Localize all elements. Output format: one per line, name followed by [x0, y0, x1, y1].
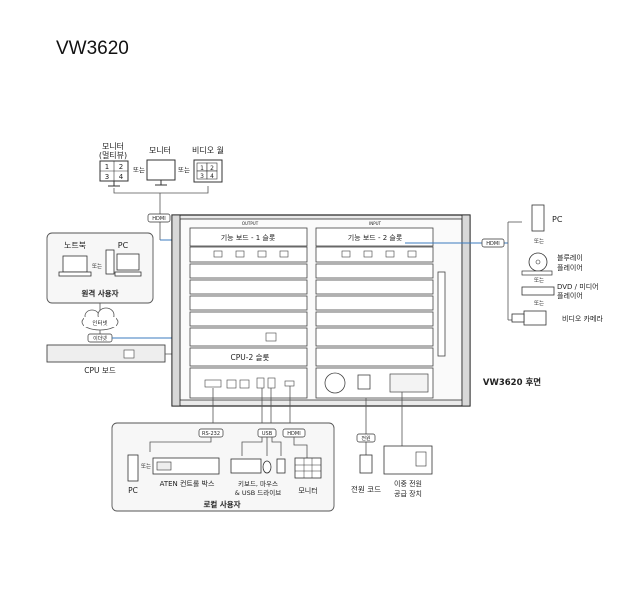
svg-text:모니터: 모니터 — [102, 141, 124, 151]
mouse-icon — [262, 460, 272, 474]
svg-text:(멀티뷰): (멀티뷰) — [99, 151, 127, 160]
hdmi-tag — [147, 213, 171, 223]
multiview-monitor: 모니터 (멀티뷰) 1 2 3 4 — [99, 141, 129, 187]
svg-text:노트북: 노트북 — [64, 241, 86, 250]
monitor-bracket — [113, 186, 209, 194]
svg-text:HDMI: HDMI — [287, 431, 300, 437]
diagram-title: VW3620 — [56, 38, 129, 59]
svg-text:또는: 또는 — [534, 300, 544, 307]
svg-text:또는: 또는 — [534, 277, 544, 284]
svg-text:또는: 또는 — [92, 263, 102, 270]
video-wall: 비디오 월 1 2 3 4 — [192, 145, 224, 183]
keyboard-icon — [230, 458, 262, 474]
local-monitor-icon — [294, 457, 322, 479]
svg-text:INPUT: INPUT — [369, 221, 382, 226]
svg-text:공급 장치: 공급 장치 — [394, 489, 422, 498]
svg-text:키보드, 마우스: 키보드, 마우스 — [238, 479, 278, 488]
svg-text:3: 3 — [105, 173, 109, 181]
local-pc-icon — [127, 454, 139, 482]
svg-text:이중 전원: 이중 전원 — [394, 479, 422, 488]
svg-text:HDMI: HDMI — [152, 216, 165, 222]
svg-text:CPU-2 슬롯: CPU-2 슬롯 — [231, 353, 270, 362]
svg-text:기능 보드 - 1 슬롯: 기능 보드 - 1 슬롯 — [221, 233, 276, 242]
svg-text:비디오 월: 비디오 월 — [192, 145, 224, 155]
usb-drive-icon — [276, 458, 286, 474]
svg-text:모니터: 모니터 — [149, 145, 171, 155]
svg-text:인터넷: 인터넷 — [92, 319, 107, 327]
svg-text:USB: USB — [262, 431, 273, 437]
video-camera-icon — [523, 310, 547, 326]
vw3620-chassis: OUTPUT INPUT 기능 보드 - 1 슬롯 CPU-2 슬롯 기능 보드… — [171, 214, 471, 407]
single-monitor: 모니터 — [146, 145, 176, 186]
output-card — [189, 246, 308, 263]
svg-text:ATEN 컨트롤 박스: ATEN 컨트롤 박스 — [160, 479, 215, 488]
svg-text:3: 3 — [200, 173, 204, 180]
svg-text:HDMI: HDMI — [486, 241, 499, 247]
svg-text:OUTPUT: OUTPUT — [242, 221, 259, 226]
svg-text:PC: PC — [552, 215, 563, 224]
svg-text:이더넷: 이더넷 — [93, 335, 107, 342]
svg-text:비디오 카메라: 비디오 카메라 — [562, 314, 603, 323]
svg-text:플레이어: 플레이어 — [557, 291, 583, 300]
cpu-slot-2 — [189, 347, 308, 367]
or-label: 또는 — [178, 166, 190, 174]
svg-text:1: 1 — [200, 165, 204, 172]
cpu-board: CPU 보드 — [46, 344, 166, 375]
svg-text:PC: PC — [118, 241, 129, 250]
svg-text:2: 2 — [210, 165, 214, 172]
local-user-group: RS-232 USB HDMI 또는 PC ATEN 컨트롤 박스 키보드, 마… — [111, 422, 335, 512]
svg-text:기능 보드 - 2 슬롯: 기능 보드 - 2 슬롯 — [348, 233, 403, 242]
cpu-slot-1 — [189, 327, 308, 347]
svg-text:2: 2 — [119, 163, 123, 171]
svg-text:블루레이: 블루레이 — [557, 253, 583, 262]
svg-text:모니터: 모니터 — [298, 486, 317, 495]
svg-text:4: 4 — [210, 173, 214, 180]
svg-text:플레이어: 플레이어 — [557, 263, 583, 272]
svg-text:RS-232: RS-232 — [202, 431, 220, 437]
remote-user-group: 노트북 PC 또는 원격 사용자 — [46, 232, 154, 304]
pc-monitor-icon — [116, 253, 140, 271]
laptop-icon — [62, 255, 88, 273]
or-label: 또는 — [133, 166, 145, 174]
svg-text:1: 1 — [105, 163, 109, 171]
dvd-player-icon — [521, 286, 555, 296]
svg-text:4: 4 — [119, 173, 124, 181]
svg-text:CPU 보드: CPU 보드 — [84, 366, 116, 375]
svg-text:전원: 전원 — [361, 435, 371, 442]
svg-text:PC: PC — [128, 486, 138, 495]
pc-tower-icon — [105, 249, 115, 275]
svg-text:원격 사용자: 원격 사용자 — [81, 288, 118, 298]
svg-text:또는: 또는 — [534, 238, 544, 245]
svg-text:로컬 사용자: 로컬 사용자 — [203, 499, 240, 509]
power-cord-label: 전원 코드 — [351, 484, 381, 494]
internet-cloud-icon: 인터넷 — [81, 307, 119, 331]
svg-text:DVD / 미디어: DVD / 미디어 — [557, 282, 599, 291]
svg-text:또는: 또는 — [141, 463, 151, 470]
power-plug-icon — [359, 454, 373, 474]
svg-text:& USB 드라이브: & USB 드라이브 — [235, 488, 281, 497]
pc-source-icon — [531, 204, 545, 232]
rear-label: VW3620 후면 — [483, 377, 541, 388]
